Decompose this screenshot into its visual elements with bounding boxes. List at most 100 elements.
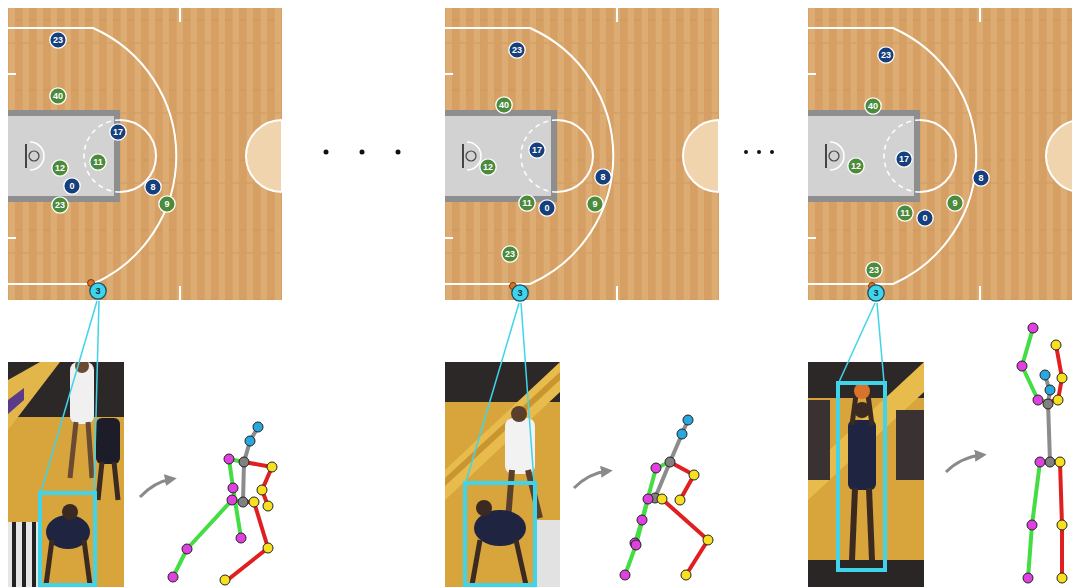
pose-joint-part bbox=[182, 544, 192, 554]
pose-joint-part bbox=[677, 429, 687, 439]
pose-joint-part bbox=[228, 483, 238, 493]
tracked-player-marker: 3 bbox=[89, 282, 107, 300]
marker-circle bbox=[512, 285, 528, 301]
video-frame-part bbox=[32, 522, 36, 587]
video-frame-part bbox=[868, 395, 872, 425]
pose-skeleton bbox=[1022, 328, 1062, 578]
curved-arrow-part bbox=[140, 479, 172, 497]
player-number: 3 bbox=[517, 289, 522, 298]
ellipsis-dots-part bbox=[744, 150, 748, 154]
leader-line bbox=[41, 301, 884, 492]
video-frame-part bbox=[511, 406, 527, 422]
video-frame-part bbox=[8, 522, 38, 587]
video-frame-part bbox=[445, 372, 560, 486]
video-frame-part bbox=[808, 400, 830, 480]
video-frame-part bbox=[472, 540, 480, 585]
player-number: 23 bbox=[53, 36, 63, 45]
player-number: 9 bbox=[952, 199, 957, 208]
pose-joint-part bbox=[1051, 340, 1061, 350]
player-number: 3 bbox=[873, 289, 878, 298]
bounding-box bbox=[40, 383, 885, 585]
player-marker: 9 bbox=[946, 194, 964, 212]
pose-joint-part bbox=[267, 462, 277, 472]
player-number: 23 bbox=[869, 266, 879, 275]
pose-joint-part bbox=[665, 457, 675, 467]
player-marker: 40 bbox=[864, 97, 882, 115]
ellipsis-dots-part bbox=[324, 150, 329, 155]
player-number: 0 bbox=[69, 182, 74, 191]
pose-joint-part bbox=[239, 457, 249, 467]
pose-joint-part bbox=[681, 570, 691, 580]
pose-skeleton bbox=[173, 427, 272, 582]
player-marker: 9 bbox=[158, 195, 176, 213]
player-marker: 23 bbox=[501, 245, 519, 263]
marker-circle bbox=[496, 97, 512, 113]
pose-joint-part bbox=[1017, 361, 1027, 371]
player-number: 9 bbox=[164, 200, 169, 209]
marker-circle bbox=[897, 205, 913, 221]
court-diagram bbox=[808, 8, 1072, 300]
court-diagram-part bbox=[445, 8, 719, 300]
pose-joint-part bbox=[657, 494, 667, 504]
ellipsis-dots-part bbox=[360, 150, 365, 155]
pose-joint-part bbox=[631, 540, 641, 550]
player-marker: 17 bbox=[895, 150, 913, 168]
pose-skeleton-part bbox=[625, 498, 655, 575]
pose-joint bbox=[168, 422, 277, 585]
marker-circle bbox=[595, 169, 611, 185]
curved-arrow-part bbox=[574, 471, 608, 488]
leader-line-part bbox=[521, 303, 534, 482]
leader-line-part bbox=[839, 303, 875, 382]
ellipsis-dots bbox=[324, 150, 775, 155]
video-frame-part bbox=[852, 395, 856, 425]
video-frame-part bbox=[8, 388, 24, 414]
video-frame-part bbox=[516, 540, 526, 585]
video-frame bbox=[8, 362, 124, 587]
pose-joint-part bbox=[637, 515, 647, 525]
pose-joint-part bbox=[1057, 520, 1067, 530]
video-frame-part bbox=[70, 422, 76, 478]
marker-circle bbox=[539, 200, 555, 216]
pose-skeleton-part bbox=[670, 462, 694, 500]
video-frame-part bbox=[445, 362, 560, 500]
pose-joint-part bbox=[245, 436, 255, 446]
court-diagram-part bbox=[8, 8, 282, 300]
pose-joint-part bbox=[1023, 573, 1033, 583]
video-frame-part bbox=[96, 418, 120, 464]
marker-circle bbox=[159, 196, 175, 212]
pose-joint-part bbox=[263, 501, 273, 511]
court-diagram-part bbox=[808, 8, 1072, 300]
tracked-player-marker: 3 bbox=[511, 284, 529, 302]
marker-circle bbox=[502, 246, 518, 262]
marker-circle bbox=[878, 47, 894, 63]
pose-joint-part bbox=[236, 533, 246, 543]
video-frame-part bbox=[896, 410, 924, 480]
leader-line-part bbox=[466, 303, 519, 482]
pose-joint-part bbox=[1057, 573, 1067, 583]
player-marker: 12 bbox=[847, 157, 865, 175]
player-marker: 23 bbox=[49, 31, 67, 49]
player-marker: 23 bbox=[865, 261, 883, 279]
player-number: 9 bbox=[592, 200, 597, 209]
video-frame-part bbox=[476, 500, 492, 516]
player-number: 23 bbox=[505, 250, 515, 259]
marker-circle bbox=[519, 195, 535, 211]
marker-circle bbox=[145, 179, 161, 195]
pose-joint-part bbox=[1027, 520, 1037, 530]
pose-joint-part bbox=[238, 497, 248, 507]
player-number: 11 bbox=[522, 199, 532, 208]
pose-joint-part bbox=[263, 543, 273, 553]
video-frame-part bbox=[46, 540, 52, 585]
leader-line-part bbox=[877, 303, 884, 382]
player-number: 0 bbox=[922, 214, 927, 223]
player-marker: 23 bbox=[877, 46, 895, 64]
pose-skeleton-part bbox=[655, 498, 708, 575]
pose-joint-part bbox=[220, 575, 230, 585]
marker-circle bbox=[52, 197, 68, 213]
bounding-box-part bbox=[838, 383, 885, 570]
marker-circle bbox=[587, 196, 603, 212]
video-frame-part bbox=[12, 522, 16, 587]
player-number: 23 bbox=[55, 201, 65, 210]
pose-joint-part bbox=[1033, 395, 1043, 405]
bounding-box-part bbox=[40, 493, 95, 585]
